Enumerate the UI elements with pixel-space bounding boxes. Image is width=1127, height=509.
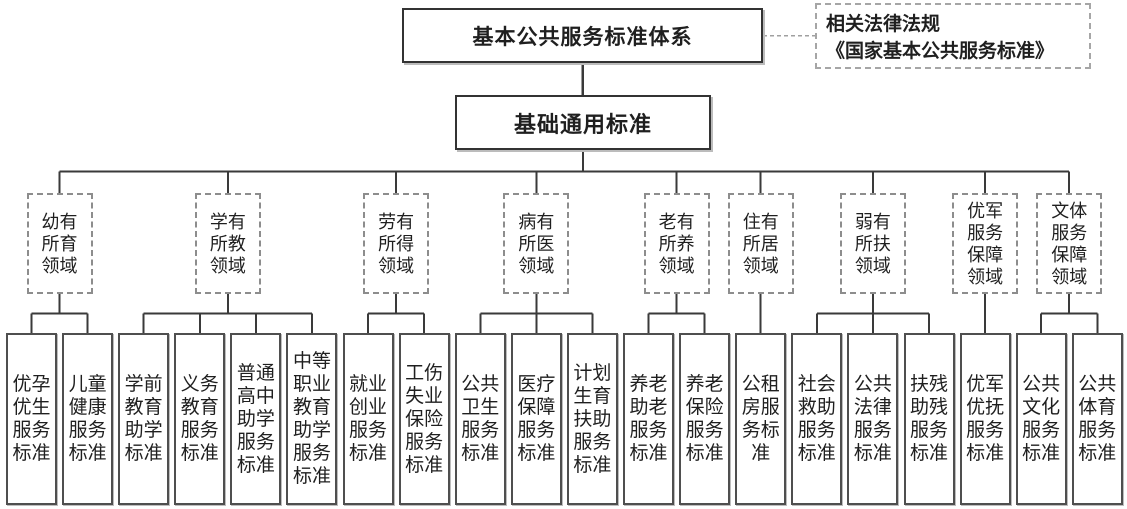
standard-label: 义务教育服务标准 (180, 374, 219, 464)
domain-label: 幼有所育领域 (41, 211, 78, 276)
domain-label: 老有所养领域 (658, 211, 695, 276)
standard-label: 儿童健康服务标准 (68, 374, 107, 464)
standard-box: 儿童健康服务标准 (62, 333, 114, 505)
law-reference-note: 相关法律法规 《国家基本公共服务标准》 (815, 3, 1091, 69)
standard-label: 优孕优生服务标准 (12, 374, 51, 464)
domain-label: 文体服务保障领域 (1051, 200, 1088, 287)
standard-label: 计划生育扶助服务标准 (573, 362, 612, 476)
standard-box: 计划生育扶助服务标准 (566, 333, 618, 505)
standard-label: 公共法律服务标准 (853, 374, 892, 464)
standard-box: 养老保险服务标准 (679, 333, 731, 505)
standard-label: 公共体育服务标准 (1078, 374, 1117, 464)
domain-label: 劳有所得领域 (378, 211, 415, 276)
standard-label: 公共卫生服务标准 (461, 374, 500, 464)
standard-label: 优军优抚服务标准 (966, 374, 1005, 464)
standard-box: 公共体育服务标准 (1071, 333, 1123, 505)
standard-label: 扶残助残服务标准 (909, 374, 948, 464)
standard-label: 学前教育助学标准 (124, 374, 163, 464)
standard-label: 公共文化服务标准 (1022, 374, 1061, 464)
domain-label: 优军服务保障领域 (967, 200, 1004, 287)
standard-box: 学前教育助学标准 (118, 333, 170, 505)
domain-box: 学有所教领域 (194, 193, 261, 294)
domain-label: 病有所医领域 (518, 211, 555, 276)
standard-box: 公共卫生服务标准 (454, 333, 506, 505)
domain-box: 优军服务保障领域 (952, 193, 1019, 294)
base-standard-node: 基础通用标准 (455, 95, 711, 150)
domain-box: 文体服务保障领域 (1036, 193, 1103, 294)
domain-box: 住有所居领域 (727, 193, 794, 294)
standard-label: 就业创业服务标准 (349, 374, 388, 464)
domain-box: 老有所养领域 (643, 193, 710, 294)
standard-label: 医疗保障服务标准 (517, 374, 556, 464)
standard-box: 社会救助服务标准 (791, 333, 843, 505)
standards-row: 优孕优生服务标准 儿童健康服务标准 学前教育助学标准 义务教育服务标准 普通高中… (0, 333, 1127, 505)
standard-label: 工伤失业保险服务标准 (405, 362, 444, 476)
standard-box: 优军优抚服务标准 (959, 333, 1011, 505)
standard-box: 公租房服务标准 (735, 333, 787, 505)
standard-label: 中等职业教育助学服务标准 (292, 351, 331, 487)
domain-box: 病有所医领域 (503, 193, 570, 294)
standard-box: 公共法律服务标准 (847, 333, 899, 505)
standard-box: 中等职业教育助学服务标准 (286, 333, 338, 505)
standard-box: 义务教育服务标准 (174, 333, 226, 505)
base-standard-label: 基础通用标准 (513, 111, 652, 137)
law-reference-line2: 《国家基本公共服务标准》 (826, 41, 1055, 62)
standard-label: 普通高中助学服务标准 (236, 362, 275, 476)
standard-box: 公共文化服务标准 (1015, 333, 1067, 505)
domain-label: 弱有所扶领域 (854, 211, 891, 276)
standard-label: 养老保险服务标准 (685, 374, 724, 464)
standard-box: 工伤失业保险服务标准 (398, 333, 450, 505)
law-reference-line1: 相关法律法规 (826, 14, 941, 35)
standard-box: 普通高中助学服务标准 (230, 333, 282, 505)
standard-label: 养老助老服务标准 (629, 374, 668, 464)
domain-label: 学有所教领域 (209, 211, 246, 276)
standard-label: 公租房服务标准 (741, 374, 780, 464)
standard-box: 扶残助残服务标准 (903, 333, 955, 505)
standard-label: 社会救助服务标准 (797, 374, 836, 464)
domain-box: 劳有所得领域 (363, 193, 430, 294)
domain-box: 弱有所扶领域 (839, 193, 906, 294)
standard-box: 养老助老服务标准 (623, 333, 675, 505)
root-node: 基本公共服务标准体系 (402, 8, 763, 63)
standard-box: 优孕优生服务标准 (6, 333, 57, 505)
standard-box: 医疗保障服务标准 (510, 333, 562, 505)
domain-box: 幼有所育领域 (26, 193, 93, 294)
domain-label: 住有所居领域 (742, 211, 779, 276)
root-node-label: 基本公共服务标准体系 (472, 24, 693, 49)
standard-box: 就业创业服务标准 (342, 333, 394, 505)
